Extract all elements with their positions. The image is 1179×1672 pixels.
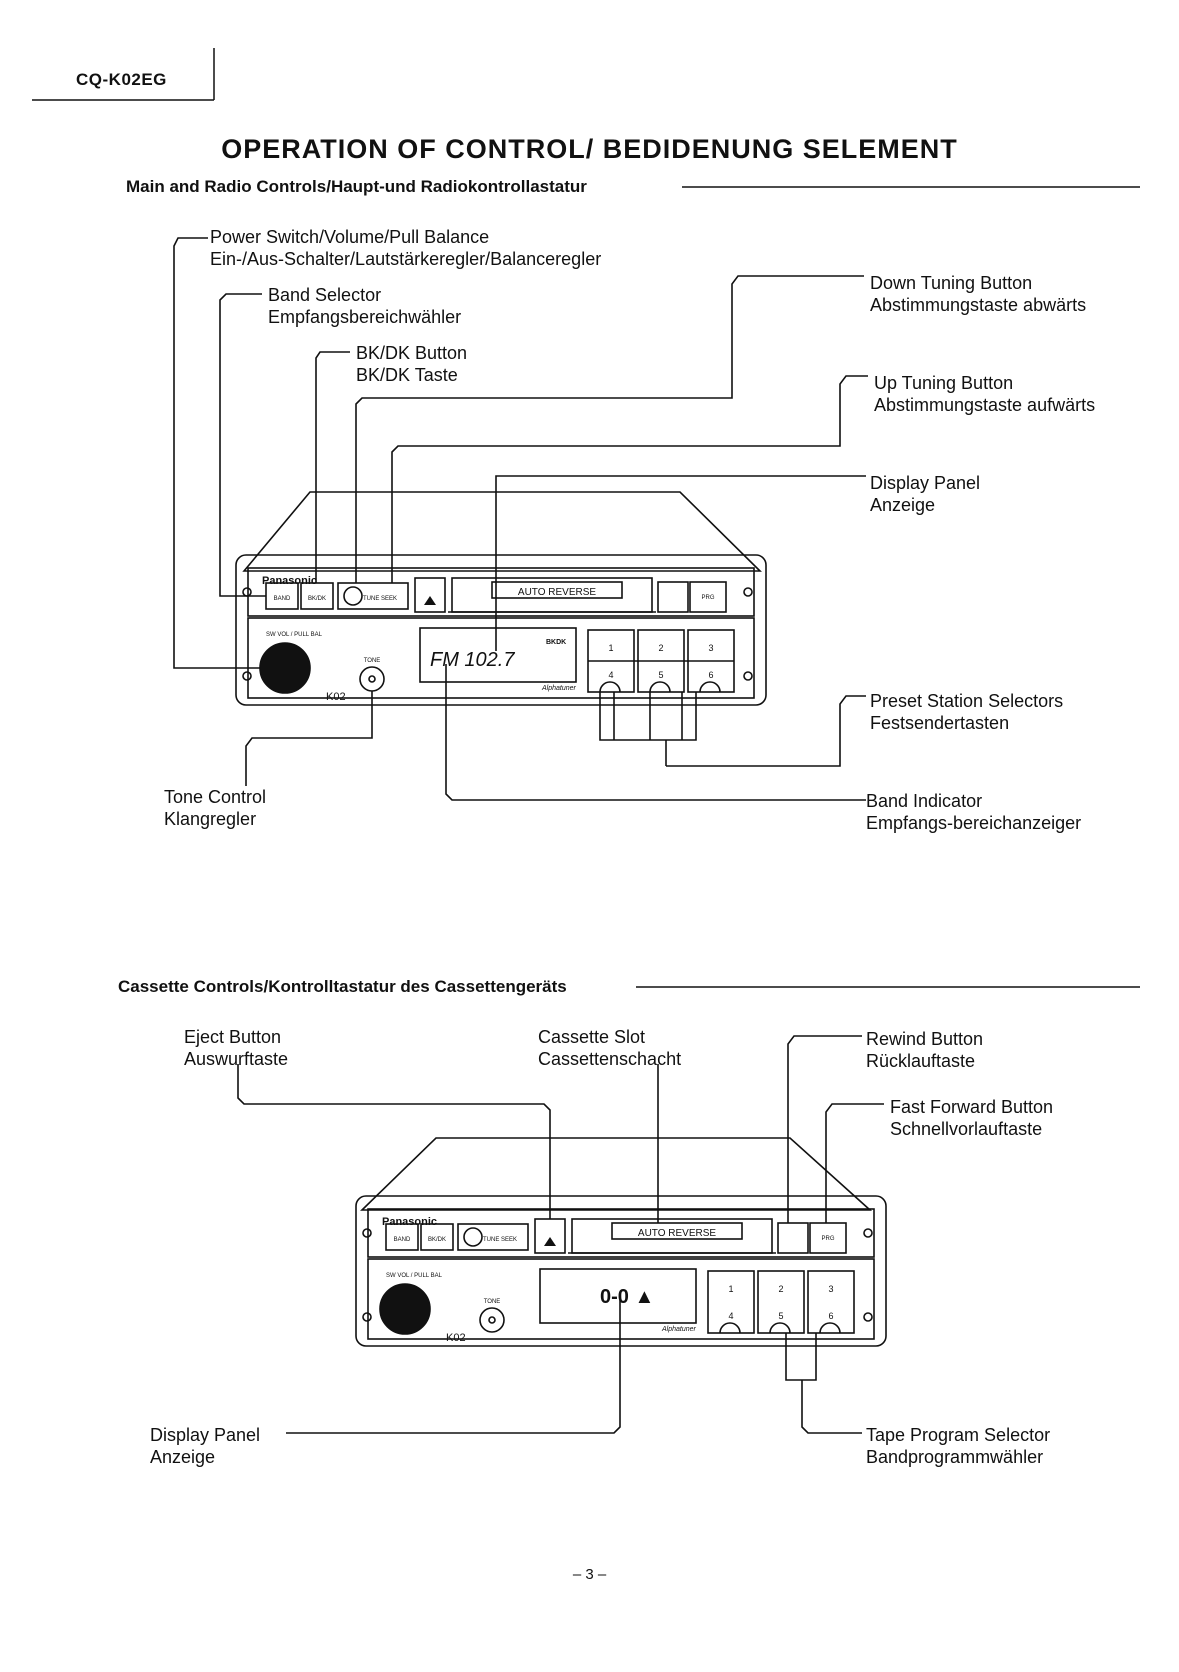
svg-text:AUTO REVERSE: AUTO REVERSE <box>518 587 596 598</box>
svg-text:Alphatuner: Alphatuner <box>541 685 577 692</box>
svg-text:BAND: BAND <box>274 596 291 602</box>
svg-text:PRG: PRG <box>821 1236 834 1242</box>
svg-text:0-0 ▲: 0-0 ▲ <box>600 1286 654 1308</box>
svg-text:BK/DK: BK/DK <box>428 1237 446 1243</box>
model-number: CQ-K02EG <box>76 70 167 89</box>
svg-text:5: 5 <box>778 1311 783 1321</box>
svg-text:6: 6 <box>828 1311 833 1321</box>
svg-text:4: 4 <box>728 1311 733 1321</box>
svg-text:Alphatuner: Alphatuner <box>661 1326 697 1333</box>
section-main-heading: Main and Radio Controls/Haupt-und Radiok… <box>126 177 587 196</box>
svg-text:TUNE SEEK: TUNE SEEK <box>483 1237 517 1243</box>
svg-text:FM 102.7: FM 102.7 <box>430 649 515 671</box>
svg-text:1: 1 <box>728 1284 733 1294</box>
svg-text:Panasonic: Panasonic <box>262 575 317 587</box>
svg-text:SW VOL / PULL BAL: SW VOL / PULL BAL <box>266 632 323 638</box>
svg-text:5: 5 <box>658 670 663 680</box>
page-number: – 3 – <box>572 1566 607 1583</box>
svg-text:BK/DK: BK/DK <box>308 596 326 602</box>
page-title: OPERATION OF CONTROL/ BEDIDENUNG SELEMEN… <box>221 134 958 164</box>
svg-text:AUTO REVERSE: AUTO REVERSE <box>638 1228 716 1239</box>
svg-text:BKDK: BKDK <box>546 639 566 646</box>
svg-text:1: 1 <box>608 643 613 653</box>
svg-text:2: 2 <box>778 1284 783 1294</box>
svg-text:BAND: BAND <box>394 1237 411 1243</box>
svg-text:K02: K02 <box>326 691 346 703</box>
svg-text:SW VOL / PULL BAL: SW VOL / PULL BAL <box>386 1273 443 1279</box>
svg-text:3: 3 <box>828 1284 833 1294</box>
svg-text:2: 2 <box>658 643 663 653</box>
svg-text:6: 6 <box>708 670 713 680</box>
svg-text:Panasonic: Panasonic <box>382 1216 437 1228</box>
svg-text:TONE: TONE <box>364 658 381 664</box>
svg-text:PRG: PRG <box>701 595 714 601</box>
svg-text:4: 4 <box>608 670 613 680</box>
svg-text:K02: K02 <box>446 1332 466 1344</box>
svg-text:TONE: TONE <box>484 1299 501 1305</box>
svg-text:TUNE SEEK: TUNE SEEK <box>363 596 397 602</box>
svg-text:3: 3 <box>708 643 713 653</box>
section-cassette-heading: Cassette Controls/Kontrolltastatur des C… <box>118 977 567 996</box>
